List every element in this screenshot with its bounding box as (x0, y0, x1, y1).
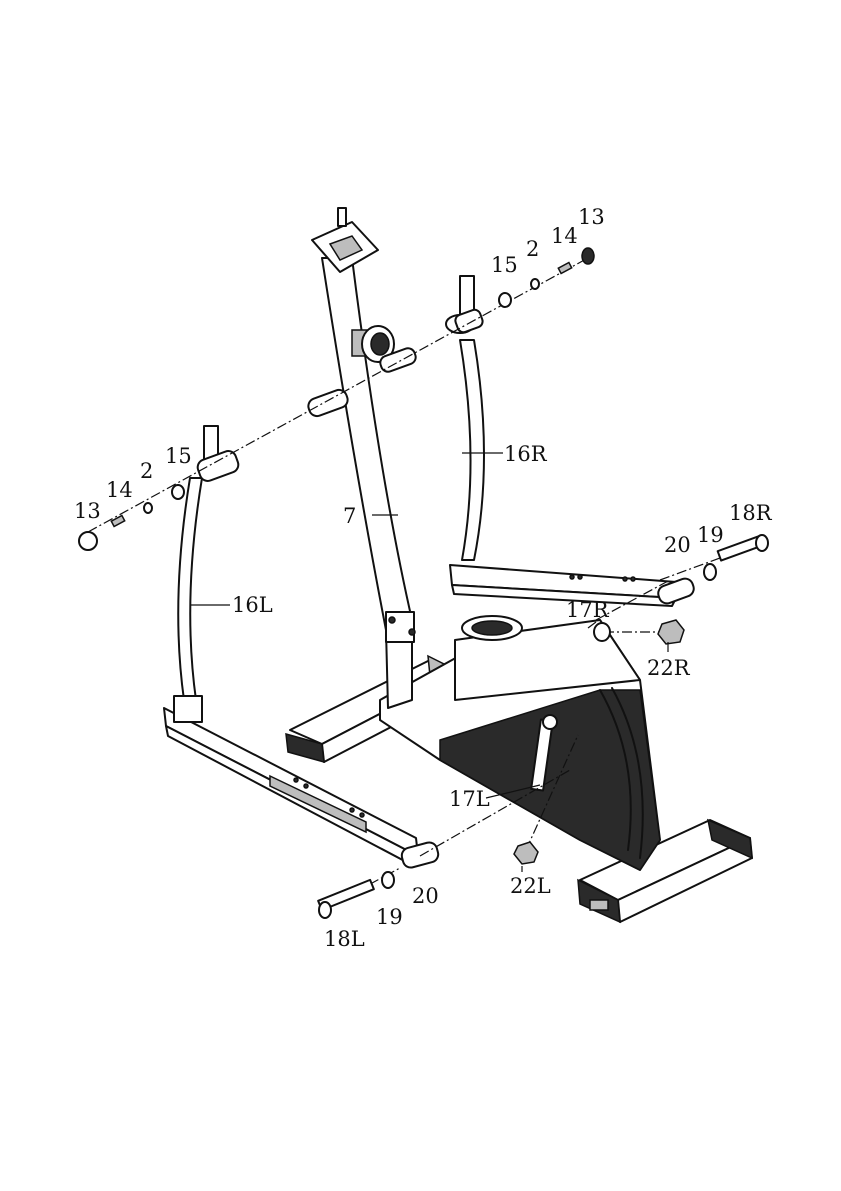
label-22R: 22R (647, 656, 691, 680)
main-upright (312, 208, 415, 708)
cap-13-left (79, 532, 97, 550)
label-20-left: 20 (412, 884, 439, 908)
washer-15-right (499, 293, 511, 307)
label-17R: 17R (566, 598, 610, 622)
label-19-right: 19 (697, 523, 724, 547)
label-19-left: 19 (376, 905, 403, 929)
label-2-left: 2 (140, 459, 153, 483)
label-20-right: 20 (664, 533, 691, 557)
handle-arm-right (446, 276, 676, 606)
bolt-14-right (558, 263, 571, 274)
label-16L: 16L (232, 593, 273, 617)
label-18R: 18R (729, 501, 773, 525)
nut-22R (658, 620, 684, 644)
label-14-left: 14 (106, 478, 133, 502)
main-frame-housing (380, 616, 660, 870)
nut-22L (514, 842, 538, 864)
label-22L: 22L (510, 874, 551, 898)
washer-15-left (172, 485, 184, 499)
spring-washer-2-left (144, 503, 152, 513)
label-18L: 18L (324, 927, 365, 951)
label-15-right: 15 (491, 253, 518, 277)
bolt-14-left (111, 516, 124, 527)
label-15-left: 15 (165, 444, 192, 468)
spring-washer-2-right (531, 279, 539, 289)
washer-19-left (382, 872, 394, 888)
label-13-left: 13 (74, 499, 101, 523)
label-17L: 17L (449, 787, 490, 811)
shaft-17R (594, 623, 610, 641)
label-16R: 16R (504, 442, 548, 466)
label-7: 7 (343, 504, 356, 528)
nut-13-right (582, 248, 594, 264)
label-13-right: 13 (578, 205, 605, 229)
label-14-right: 14 (551, 224, 578, 248)
label-2-right: 2 (526, 237, 539, 261)
washer-19-right (704, 564, 716, 580)
